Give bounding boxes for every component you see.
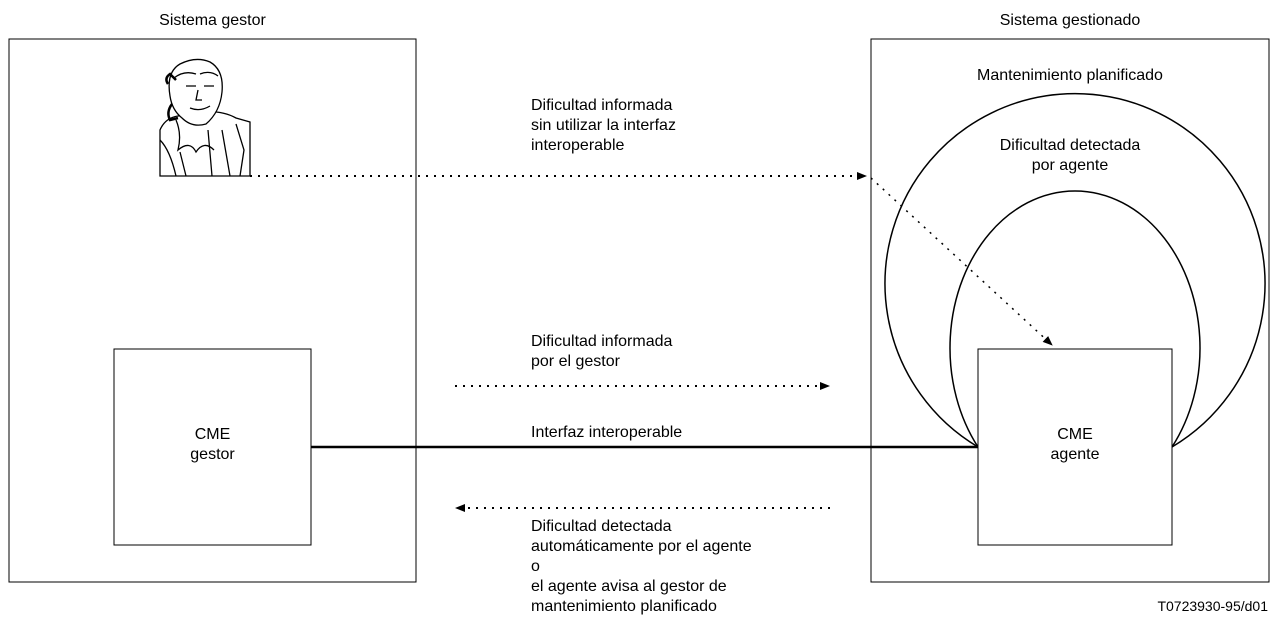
cme-agent-box [977,348,1173,546]
auto-detected-line-3: o [531,558,540,575]
managing-system-title: Sistema gestor [159,12,266,29]
planned-maintenance-circle [949,190,1201,448]
forward-to-agent-arrow [870,177,1053,346]
person-on-telephone-icon [159,58,251,177]
auto-detected-line-2: automáticamente por el agente [531,538,752,555]
agent-detected-line-1: Dificultad detectada [999,137,1141,154]
reported-by-manager-label: Dificultad informada por el gestor [531,332,672,372]
reported-by-manager-line-2: por el gestor [531,353,620,370]
cme-manager-line-1: CME [194,426,231,443]
auto-detected-line-5: mantenimiento planificado [531,598,717,615]
reported-without-interface-line-3: interoperable [531,137,625,154]
cme-manager-box [113,348,312,546]
agent-detected-line-2: por agente [1031,157,1109,174]
planned-maintenance-label: Mantenimiento planificado [977,67,1163,84]
interface-label: Interfaz interoperable [531,424,683,441]
agent-detected-circle [884,92,1266,448]
managing-system-frame [8,38,417,583]
managed-system-frame [870,38,1270,583]
cme-manager-line-2: gestor [190,446,235,463]
cme-agent-label: CME agente [978,425,1172,465]
reported-without-interface-line-2: sin utilizar la interfaz [531,117,676,134]
reported-without-interface-line-1: Dificultad informada [531,97,673,114]
cme-agent-line-2: agente [1050,446,1100,463]
cme-manager-label: CME gestor [114,425,311,465]
reported-by-manager-line-1: Dificultad informada [531,333,673,350]
cme-agent-line-1: CME [1057,426,1093,443]
auto-detected-line-1: Dificultad detectada [531,518,672,535]
figure-code: T0723930-95/d01 [1157,598,1268,614]
auto-detected-label: Dificultad detectada automáticamente por… [531,517,752,617]
reported-without-interface-label: Dificultad informada sin utilizar la int… [531,96,676,156]
auto-detected-line-4: el agente avisa al gestor de [531,578,727,595]
agent-detected-label: Dificultad detectada por agente [960,136,1180,176]
managed-system-title: Sistema gestionado [999,12,1141,29]
